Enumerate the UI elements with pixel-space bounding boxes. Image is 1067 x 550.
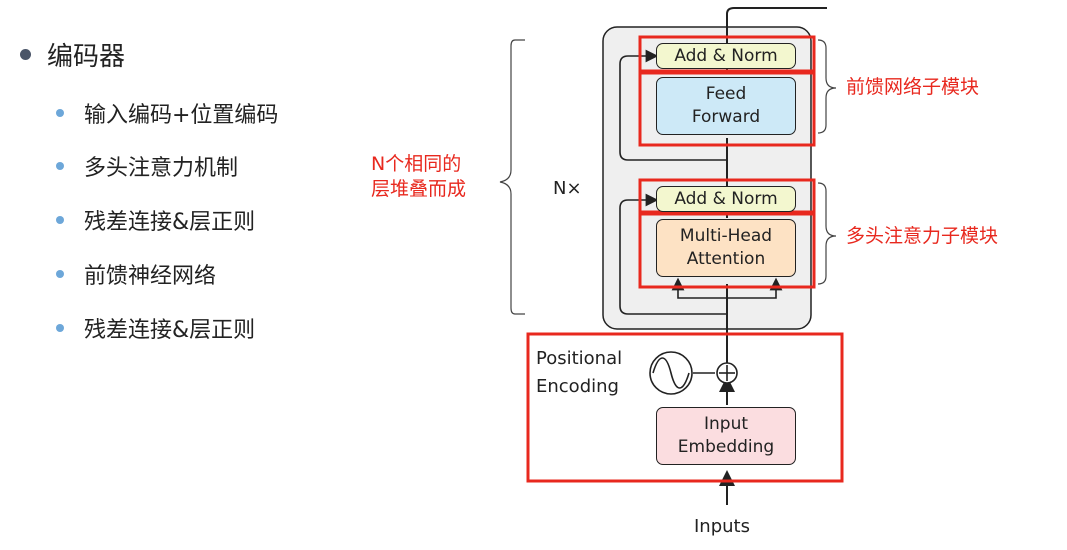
inputs-label: Inputs <box>694 516 750 537</box>
mha-label-1: Multi-Head <box>679 226 773 246</box>
outline-item: 残差连接&层正则 <box>56 312 255 344</box>
highlight-add-norm-bottom <box>638 178 816 216</box>
bullet-icon <box>56 109 64 117</box>
outline-item-text: 输入编码+位置编码 <box>84 103 279 128</box>
mha-label-2: Attention <box>686 249 766 269</box>
bullet-icon <box>56 270 64 278</box>
highlight-input-encoding <box>526 332 844 483</box>
outline-item-text: 残差连接&层正则 <box>84 210 256 235</box>
positional-encoding-label-2: Encoding <box>536 376 619 397</box>
stack-annotation-line-2: 层堆叠而成 <box>371 178 467 200</box>
outline-title-text: 编码器 <box>47 42 126 72</box>
residual-ffn <box>619 49 727 161</box>
stack-annotation-line-1: N个相同的 <box>371 153 462 175</box>
input-embedding-label-1: Input <box>703 414 749 434</box>
input-embedding-label-2: Embedding <box>677 437 775 457</box>
bullet-icon <box>56 216 64 224</box>
positional-encoding-label: Positional Encoding <box>536 345 622 401</box>
bullet-icon <box>56 324 64 332</box>
outline-item: 输入编码+位置编码 <box>56 97 278 129</box>
feed-forward-box: Feed Forward <box>656 77 796 135</box>
attn-input-right <box>727 277 783 299</box>
add-norm-top-label: Add & Norm <box>674 45 778 66</box>
outline-item-text: 前馈神经网络 <box>84 264 217 289</box>
positional-encoding-label-1: Positional <box>536 348 623 369</box>
stack-annotation: N个相同的 层堆叠而成 <box>371 152 466 202</box>
outline-item-text: 多头注意力机制 <box>84 156 239 181</box>
bullet-icon <box>56 162 64 170</box>
multi-head-attention-box: Multi-Head Attention <box>656 219 796 277</box>
ffn-submodule-annotation: 前馈网络子模块 <box>846 76 980 98</box>
outline-item: 残差连接&层正则 <box>56 204 255 236</box>
add-norm-bottom-box: Add & Norm <box>656 186 796 212</box>
highlight-feed-forward <box>638 69 816 147</box>
outline-item: 前馈神经网络 <box>56 258 216 290</box>
outline-item: 多头注意力机制 <box>56 150 238 182</box>
highlight-add-norm-top <box>638 35 816 75</box>
attn-input-left <box>671 277 727 299</box>
bullet-icon <box>20 49 31 60</box>
residual-attention <box>619 193 727 315</box>
feed-forward-label-2: Forward <box>691 107 761 127</box>
attn-submodule-annotation: 多头注意力子模块 <box>846 225 999 247</box>
output-line <box>726 7 827 15</box>
repeat-label: N× <box>553 178 582 199</box>
feed-forward-label-1: Feed <box>705 84 747 104</box>
stack-brace <box>499 39 525 315</box>
outline-title: 编码器 <box>20 36 125 73</box>
outline-item-text: 残差连接&层正则 <box>84 318 256 343</box>
add-norm-bottom-label: Add & Norm <box>674 188 778 209</box>
input-embedding-box: Input Embedding <box>656 407 796 465</box>
attn-brace <box>817 182 837 285</box>
highlight-attention <box>638 210 816 289</box>
ffn-brace <box>817 39 837 134</box>
add-norm-top-box: Add & Norm <box>656 43 796 69</box>
